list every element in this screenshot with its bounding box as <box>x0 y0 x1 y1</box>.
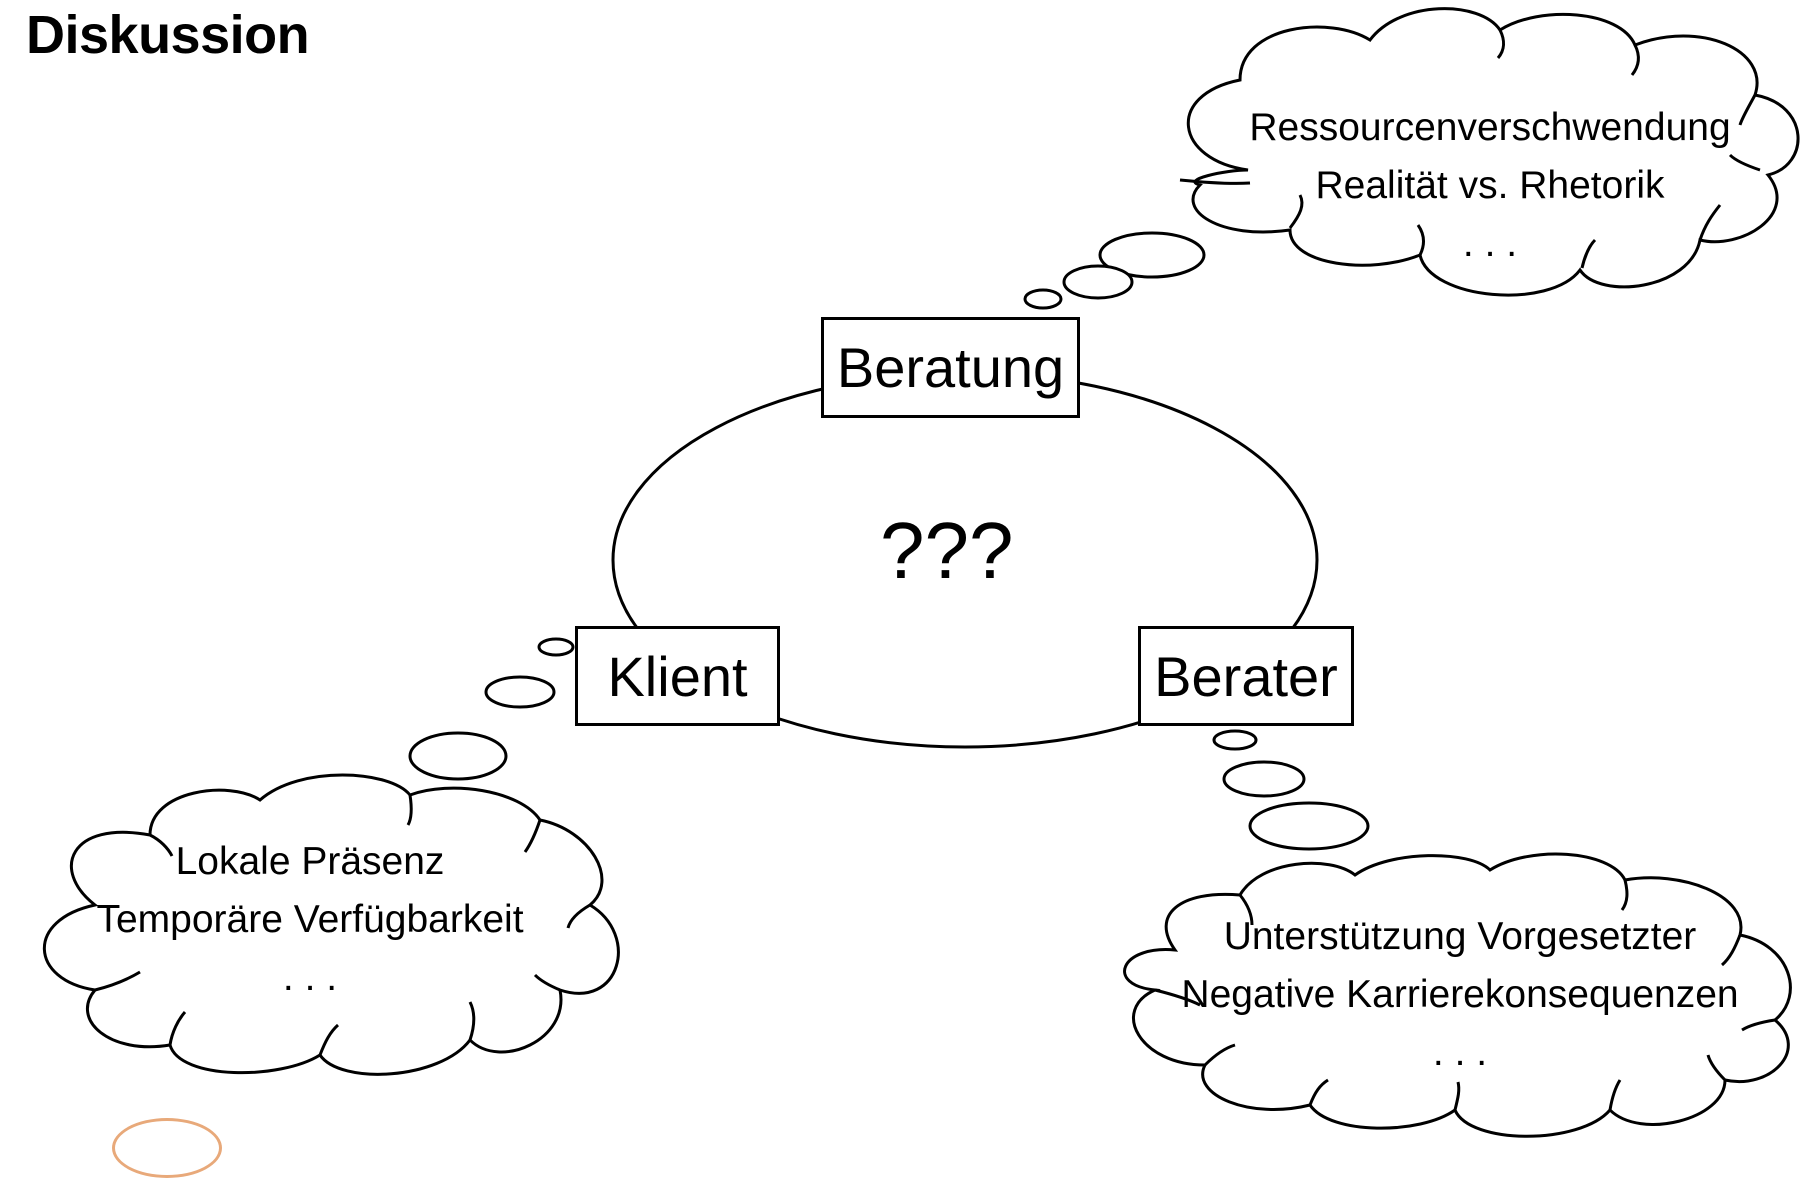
cloud-line: Temporäre Verfügbarkeit <box>96 898 524 941</box>
cloud-line: Negative Karrierekonsequenzen <box>1181 973 1739 1016</box>
node-beratung: Beratung <box>821 317 1080 418</box>
cloud-line: . . . <box>1432 1031 1488 1074</box>
cloud-line: . . . <box>1462 222 1518 265</box>
thought-bubble-medium <box>1062 264 1134 300</box>
center-question-label: ??? <box>880 506 1014 595</box>
thought-bubble-large <box>1098 231 1206 279</box>
thought-bubble-large <box>1248 801 1370 851</box>
thought-cloud-top-right <box>1186 7 1800 297</box>
cloud-text-top-right: Ressourcenverschwendung Realität vs. Rhe… <box>1230 99 1750 273</box>
thought-cloud-bottom-left <box>42 773 620 1076</box>
thought-bubble-large <box>408 731 508 781</box>
thought-bubble-medium <box>1222 760 1306 798</box>
node-klient: Klient <box>575 626 780 726</box>
thought-bubble-medium <box>484 675 556 709</box>
page-title: Diskussion <box>26 5 310 65</box>
seal-logo-icon <box>112 1118 222 1178</box>
cloud-line: . . . <box>282 956 338 999</box>
cloud-line: Ressourcenverschwendung <box>1249 106 1731 149</box>
thought-bubble-small <box>537 637 575 657</box>
thought-bubble-small <box>1023 288 1063 310</box>
cloud-line: Unterstützung Vorgesetzter <box>1223 915 1697 958</box>
cloud-line: Realität vs. Rhetorik <box>1315 164 1665 207</box>
thought-bubble-small <box>1212 729 1258 751</box>
cloud-text-bottom-right: Unterstützung Vorgesetzter Negative Karr… <box>1160 908 1760 1082</box>
cloud-line: Lokale Präsenz <box>175 840 445 883</box>
diagram-canvas <box>42 7 1800 1138</box>
node-berater: Berater <box>1138 626 1354 726</box>
cloud-text-bottom-left: Lokale Präsenz Temporäre Verfügbarkeit .… <box>60 833 560 1007</box>
thought-cloud-bottom-right <box>1123 852 1792 1138</box>
